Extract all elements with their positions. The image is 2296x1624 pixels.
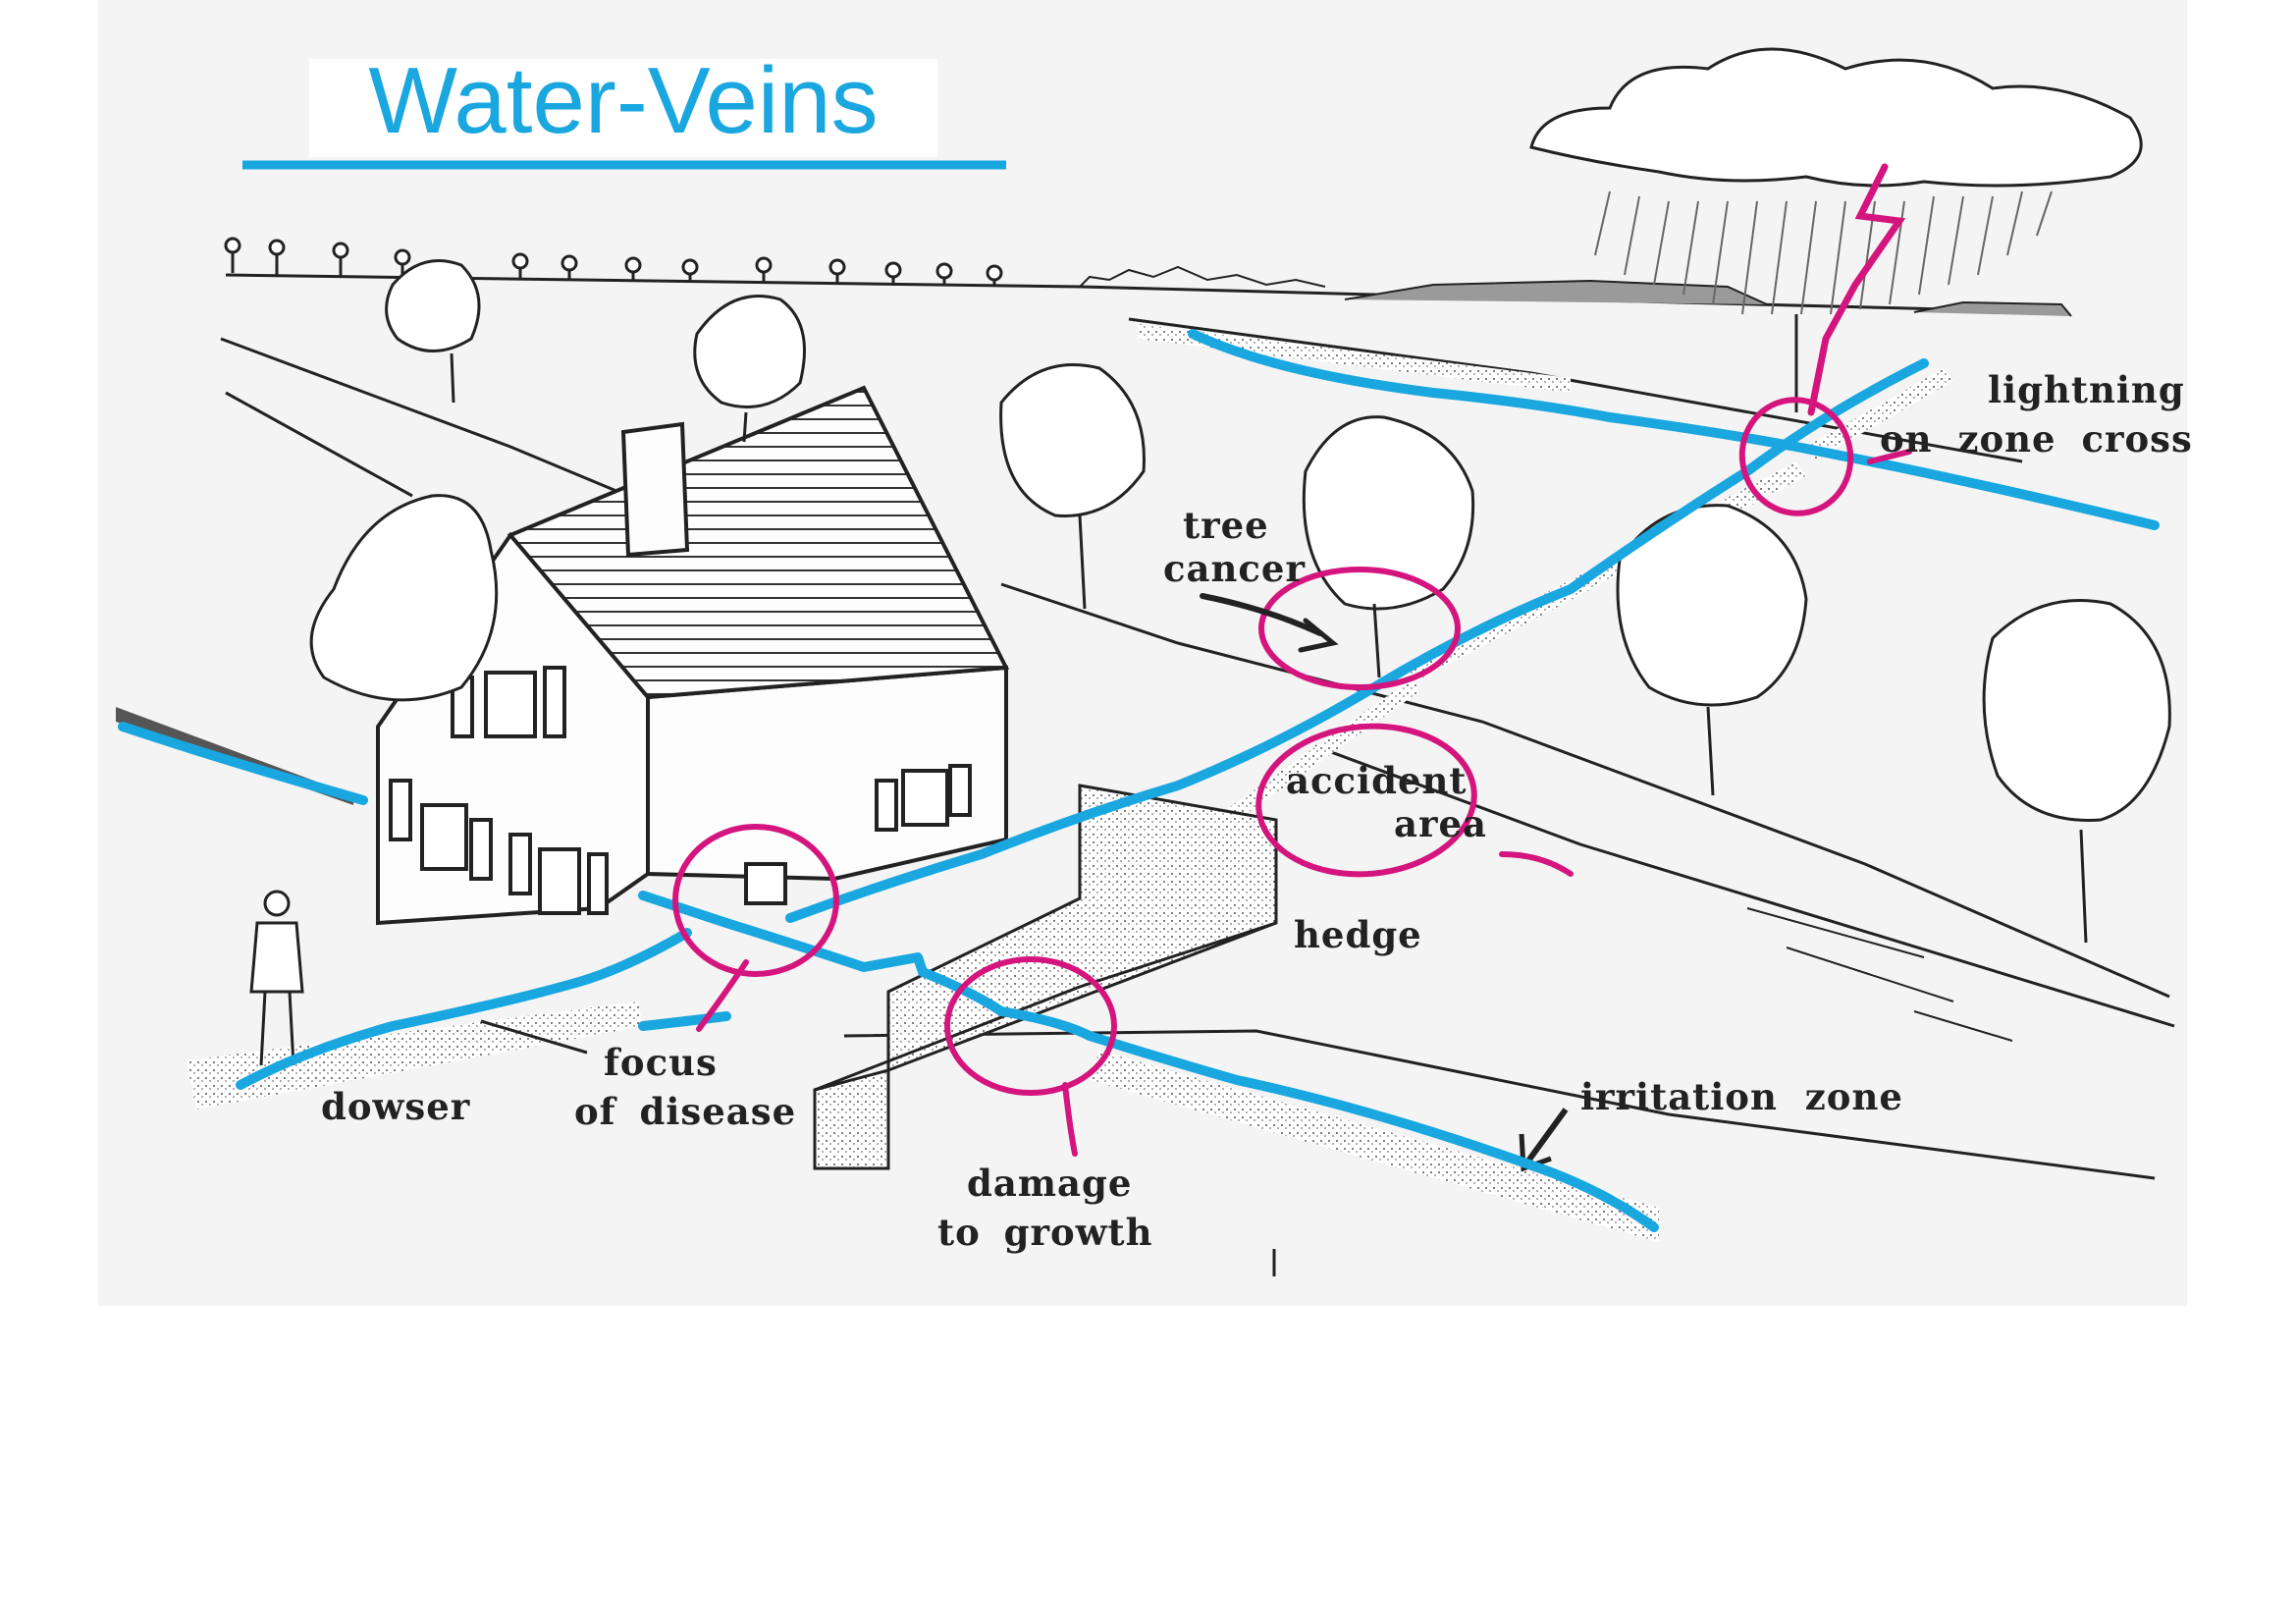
marker-accident-area [1255, 723, 1477, 878]
label-cancer: cancer [1163, 547, 1306, 590]
water-vein-left-stub [118, 722, 368, 805]
label-damage: damage [967, 1162, 1132, 1205]
dowser-figure [249, 890, 304, 1066]
water-vein-short [638, 1011, 731, 1031]
chimney [620, 421, 690, 558]
tree-cancer-arrow [1200, 593, 1323, 636]
water-vein-lower [638, 891, 1659, 1232]
label-dowser: dowser [321, 1085, 470, 1128]
marker-focus-of-disease [672, 824, 839, 977]
tree-far-1 [385, 259, 481, 404]
label-hedge: hedge [1294, 913, 1422, 956]
tree-far-2 [693, 295, 806, 443]
label-accident: accident [1286, 759, 1468, 802]
lightning-bolt [1807, 163, 1906, 416]
marker-tree-cancer [1258, 567, 1461, 690]
tree-middle [999, 363, 1146, 610]
label-focus: focus [604, 1041, 718, 1084]
marker-zone-cross [1738, 397, 1854, 516]
label-tree: tree [1183, 504, 1269, 547]
tree-left-house [309, 494, 499, 702]
irritation-arrow [1519, 1108, 1569, 1172]
diagram-title: Water-Veins [368, 48, 878, 153]
focus-pointer-line [480, 1019, 588, 1055]
house-roof [507, 385, 1010, 700]
title-background [309, 59, 937, 157]
horizon [224, 237, 2072, 317]
label-area: area [1394, 802, 1487, 845]
trees [309, 259, 2171, 944]
tree-right-1 [1616, 504, 1808, 796]
magenta-markers [672, 163, 1912, 1157]
label-to-growth: to growth [937, 1211, 1153, 1254]
tree-cancer [1302, 415, 1475, 678]
label-lightning: lightning [1988, 368, 2185, 411]
water-vein-lower-left [236, 928, 692, 1090]
marker-damage-to-growth [944, 956, 1117, 1096]
label-on-zone-cross: on zone cross [1880, 417, 2193, 460]
house [376, 385, 1010, 926]
labels: lightning on zone cross tree cancer acci… [321, 368, 2193, 1254]
tree-right-2 [1982, 599, 2171, 944]
label-of-disease: of disease [574, 1090, 796, 1133]
label-irritation-zone: irritation zone [1580, 1075, 1903, 1118]
water-vein-upper [1188, 329, 2160, 530]
